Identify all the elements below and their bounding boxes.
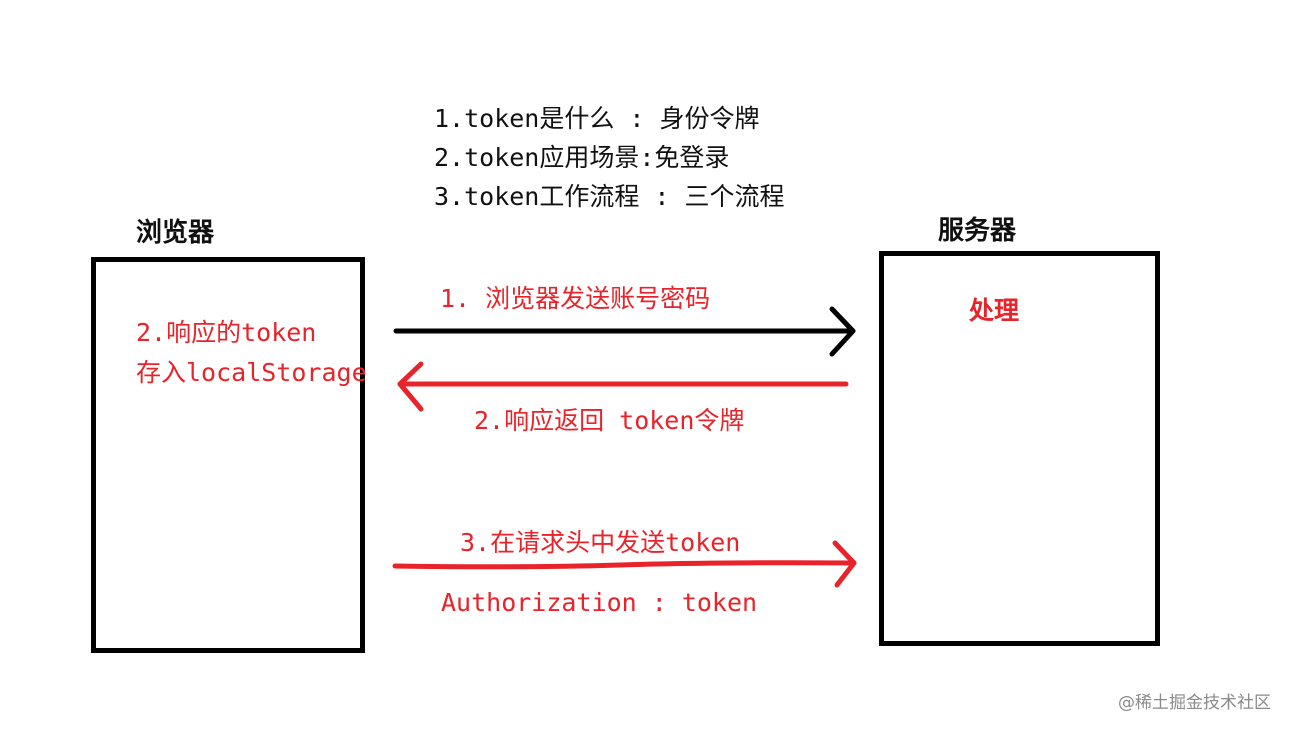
token-request-arrow	[392, 540, 857, 588]
watermark: @稀土掘金技术社区	[1118, 693, 1271, 713]
step-3-label: 3.在请求头中发送token	[460, 528, 741, 557]
browser-box	[91, 257, 365, 653]
request-arrow	[393, 306, 856, 357]
step-3-header-label: Authorization : token	[441, 588, 758, 617]
browser-title: 浏览器	[136, 218, 215, 248]
server-title: 服务器	[938, 216, 1017, 246]
response-arrow	[397, 361, 849, 412]
intro-line-1: 1.token是什么 : 身份令牌	[434, 104, 760, 133]
browser-note-line-2: 存入localStorage	[136, 358, 367, 387]
step-2-label: 2.响应返回 token令牌	[474, 406, 745, 435]
server-box	[879, 251, 1160, 646]
intro-line-2: 2.token应用场景:免登录	[434, 143, 730, 172]
browser-note-line-1: 2.响应的token	[136, 318, 317, 347]
intro-line-3: 3.token工作流程 : 三个流程	[434, 182, 785, 211]
server-note: 处理	[969, 296, 1020, 325]
step-1-label: 1. 浏览器发送账号密码	[440, 284, 711, 313]
